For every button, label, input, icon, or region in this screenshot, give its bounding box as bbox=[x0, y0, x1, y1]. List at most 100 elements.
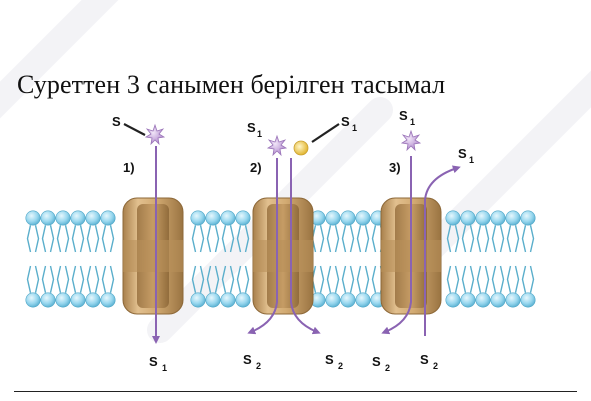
label-s-bottom-2b: S bbox=[325, 352, 334, 367]
lipid-tail bbox=[446, 265, 452, 293]
lipid-tail bbox=[506, 265, 512, 293]
lipid-head bbox=[25, 292, 41, 308]
label-sub-bottom-1: 1 bbox=[162, 363, 167, 373]
lipid-tail bbox=[206, 225, 212, 253]
label-sub-top-2b: 1 bbox=[352, 123, 357, 133]
lipid-tail bbox=[334, 225, 340, 253]
label-sub-bottom-3b: 2 bbox=[433, 361, 438, 371]
lipid-head bbox=[205, 210, 221, 226]
lipid-tail bbox=[191, 265, 197, 293]
lipid-head bbox=[340, 292, 356, 308]
lipid-head bbox=[55, 292, 71, 308]
lipid-head bbox=[190, 292, 206, 308]
lipid-tail bbox=[461, 225, 467, 253]
label-s-top-3a: S bbox=[399, 108, 408, 123]
lipid-head bbox=[205, 292, 221, 308]
panel-3: 3) S 1 S 1 S 2 S 2 bbox=[372, 108, 474, 373]
lipid-tail bbox=[214, 225, 220, 253]
label-s-top-1: S bbox=[112, 114, 121, 129]
pointer-line bbox=[311, 123, 340, 143]
membrane-transport-diagram: 1) S S 1 2) S 1 S 1 S 2 S 2 3) S 1 bbox=[25, 108, 536, 373]
lipid-head bbox=[490, 292, 506, 308]
lipid-tail bbox=[356, 265, 362, 293]
lipid-tail bbox=[79, 225, 85, 253]
lipid-tail bbox=[364, 265, 370, 293]
lipid-head bbox=[220, 210, 236, 226]
lipid-tail bbox=[521, 225, 527, 253]
lipid-tail bbox=[371, 265, 377, 293]
lipid-tail bbox=[319, 225, 325, 253]
answer-line bbox=[14, 391, 577, 392]
panel-1: 1) S S 1 bbox=[112, 114, 167, 373]
lipid-tail bbox=[71, 265, 77, 293]
lipid-tail bbox=[221, 265, 227, 293]
lipid-tail bbox=[64, 265, 70, 293]
lipid-head bbox=[85, 210, 101, 226]
lipid-head bbox=[190, 210, 206, 226]
lipid-head bbox=[355, 292, 371, 308]
lipid-head bbox=[520, 292, 536, 308]
lipid-head bbox=[490, 210, 506, 226]
lipid-tail bbox=[319, 265, 325, 293]
lipid-tail bbox=[491, 265, 497, 293]
label-sub-bottom-2b: 2 bbox=[338, 361, 343, 371]
lipid-tail bbox=[41, 225, 47, 253]
label-s-bottom-2a: S bbox=[243, 352, 252, 367]
ligand-yellow bbox=[293, 140, 309, 156]
label-s-top-2b: S bbox=[341, 114, 350, 129]
lipid-tail bbox=[514, 265, 520, 293]
lipid-tail bbox=[514, 225, 520, 253]
lipid-tail bbox=[341, 225, 347, 253]
lipid-tail bbox=[349, 225, 355, 253]
lipid-head bbox=[85, 292, 101, 308]
lipid-head bbox=[55, 210, 71, 226]
lipid-tail bbox=[191, 225, 197, 253]
lipid-head bbox=[460, 292, 476, 308]
lipid-tail bbox=[454, 265, 460, 293]
lipid-tail bbox=[491, 225, 497, 253]
pointer-line bbox=[123, 123, 146, 136]
lipid-tail bbox=[199, 265, 205, 293]
panel-number-3: 3) bbox=[389, 160, 401, 175]
lipid-tail bbox=[499, 225, 505, 253]
lipid-tail bbox=[349, 265, 355, 293]
lipid-tail bbox=[34, 265, 40, 293]
lipid-head bbox=[475, 292, 491, 308]
lipid-head bbox=[445, 210, 461, 226]
lipid-tail bbox=[34, 225, 40, 253]
transport-protein-2 bbox=[252, 197, 314, 315]
lipid-tail bbox=[356, 225, 362, 253]
lipid-tail bbox=[506, 225, 512, 253]
panel-number-2: 2) bbox=[250, 160, 262, 175]
panel-number-1: 1) bbox=[123, 160, 135, 175]
lipid-tail bbox=[56, 225, 62, 253]
label-sub-bottom-3a: 2 bbox=[385, 363, 390, 373]
label-s-bottom-3b: S bbox=[420, 352, 429, 367]
lipid-tail bbox=[371, 225, 377, 253]
lipid-tail bbox=[244, 265, 250, 293]
lipid-tail bbox=[206, 265, 212, 293]
lipid-head bbox=[325, 292, 341, 308]
lipid-tail bbox=[454, 225, 460, 253]
lipid-tail bbox=[476, 225, 482, 253]
lipid-head bbox=[355, 210, 371, 226]
lipid-tail bbox=[446, 225, 452, 253]
lipid-head bbox=[25, 210, 41, 226]
lipid-head bbox=[70, 210, 86, 226]
lipid-tail bbox=[236, 265, 242, 293]
lipid-tail bbox=[94, 265, 100, 293]
lipid-tail bbox=[109, 265, 115, 293]
lipid-tail bbox=[86, 225, 92, 253]
lipid-head bbox=[220, 292, 236, 308]
lipid-tail bbox=[461, 265, 467, 293]
lipid-tail bbox=[214, 265, 220, 293]
label-s-bottom-1: S bbox=[149, 354, 158, 369]
lipid-tail bbox=[334, 265, 340, 293]
question-text: Суреттен 3 санымен берілген тасымал bbox=[17, 70, 446, 99]
lipid-head bbox=[40, 292, 56, 308]
lipid-tail bbox=[56, 265, 62, 293]
lipid-head bbox=[235, 292, 251, 308]
lipid-tail bbox=[94, 225, 100, 253]
label-sub-top-3a: 1 bbox=[410, 117, 415, 127]
lipid-tail bbox=[199, 225, 205, 253]
